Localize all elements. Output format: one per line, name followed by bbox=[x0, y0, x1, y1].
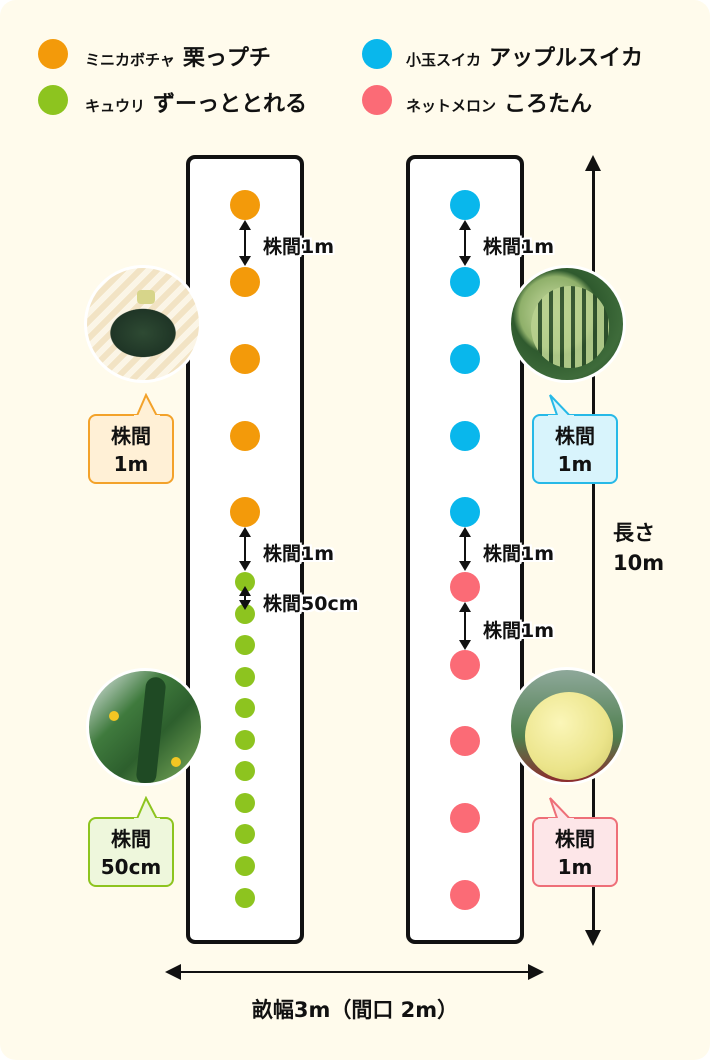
cucumber-spacing-callout: 株間 50cm bbox=[88, 796, 174, 887]
watermelon-plant bbox=[450, 497, 480, 527]
callout-line1: 株間 bbox=[111, 424, 151, 448]
spacing-label: 株間1m bbox=[483, 620, 555, 642]
callout-tail-icon bbox=[134, 796, 160, 821]
length-label-line1: 長さ bbox=[613, 521, 655, 545]
callout-line2: 1m bbox=[557, 452, 593, 476]
cucumber-plant bbox=[235, 698, 255, 718]
callout-tail-icon bbox=[548, 797, 574, 821]
legend-category: ネットメロン bbox=[406, 97, 497, 115]
melon-plant bbox=[450, 880, 480, 910]
width-arrow-line bbox=[168, 971, 540, 973]
legend-dot-watermelon bbox=[362, 39, 392, 69]
melon-photo bbox=[508, 667, 626, 785]
legend-dot-pumpkin bbox=[38, 39, 68, 69]
cucumber-photo bbox=[86, 668, 204, 786]
cucumber-plant bbox=[235, 730, 255, 750]
callout-tail-icon bbox=[134, 393, 160, 418]
legend-category: キュウリ bbox=[85, 97, 146, 115]
pumpkin-plant bbox=[230, 497, 260, 527]
arrow-down-icon bbox=[585, 930, 601, 946]
cucumber-plant bbox=[235, 888, 255, 908]
arrow-up-icon bbox=[585, 155, 601, 171]
length-label-line2: 10m bbox=[613, 551, 665, 575]
callout-line2: 50cm bbox=[100, 855, 162, 879]
callout-tail-icon bbox=[548, 394, 574, 418]
melon-plant bbox=[450, 726, 480, 756]
spacing-arrow bbox=[239, 586, 251, 610]
melon-spacing-callout: 株間 1m bbox=[532, 797, 618, 887]
legend-category: ミニカボチャ bbox=[85, 51, 175, 69]
arrow-left-icon bbox=[165, 964, 181, 980]
cucumber-plant bbox=[235, 824, 255, 844]
length-label: 長さ 10m bbox=[613, 518, 664, 578]
watermelon-plant bbox=[450, 190, 480, 220]
pumpkin-plant bbox=[230, 267, 260, 297]
legend-dot-cucumber bbox=[38, 85, 68, 115]
spacing-arrow bbox=[239, 220, 251, 266]
cucumber-plant bbox=[235, 856, 255, 876]
melon-plant bbox=[450, 803, 480, 833]
spacing-arrow bbox=[459, 602, 471, 650]
watermelon-photo bbox=[508, 265, 626, 383]
cucumber-plant bbox=[235, 667, 255, 687]
watermelon-plant bbox=[450, 344, 480, 374]
spacing-label: 株間1m bbox=[263, 236, 335, 258]
callout-line1: 株間 bbox=[111, 827, 151, 851]
callout-line2: 1m bbox=[113, 452, 149, 476]
legend-pumpkin: ミニカボチャ栗っプチ bbox=[85, 40, 271, 72]
legend-cucumber: キュウリずーっととれる bbox=[85, 86, 307, 118]
callout-line1: 株間 bbox=[555, 424, 595, 448]
pumpkin-plant bbox=[230, 344, 260, 374]
legend-dot-melon bbox=[362, 85, 392, 115]
watermelon-plant bbox=[450, 421, 480, 451]
cucumber-plant bbox=[235, 793, 255, 813]
spacing-label: 株間1m bbox=[483, 236, 555, 258]
pumpkin-spacing-callout: 株間 1m bbox=[88, 393, 174, 484]
melon-plant bbox=[450, 572, 480, 602]
legend-variety: ころたん bbox=[504, 92, 593, 117]
pumpkin-plant bbox=[230, 190, 260, 220]
spacing-label: 株間50cm bbox=[263, 593, 359, 615]
width-label: 畝幅3m（間口 2m） bbox=[251, 998, 459, 1022]
legend-variety: 栗っプチ bbox=[182, 46, 271, 71]
spacing-arrow bbox=[459, 220, 471, 266]
arrow-right-icon bbox=[528, 964, 544, 980]
legend-variety: ずーっととれる bbox=[153, 92, 308, 117]
legend-watermelon: 小玉スイカアップルスイカ bbox=[406, 40, 643, 72]
cucumber-plant bbox=[235, 635, 255, 655]
cucumber-plant bbox=[235, 761, 255, 781]
watermelon-spacing-callout: 株間 1m bbox=[532, 394, 618, 484]
legend-melon: ネットメロンころたん bbox=[406, 86, 592, 118]
spacing-arrow bbox=[239, 527, 251, 571]
spacing-label: 株間1m bbox=[263, 543, 335, 565]
legend-category: 小玉スイカ bbox=[406, 51, 482, 69]
melon-plant bbox=[450, 650, 480, 680]
callout-line1: 株間 bbox=[555, 827, 595, 851]
callout-line2: 1m bbox=[557, 855, 593, 879]
legend-variety: アップルスイカ bbox=[489, 46, 644, 71]
pumpkin-photo bbox=[84, 265, 202, 383]
spacing-arrow bbox=[459, 527, 471, 571]
length-arrow-line bbox=[592, 160, 595, 940]
watermelon-plant bbox=[450, 267, 480, 297]
pumpkin-plant bbox=[230, 421, 260, 451]
spacing-label: 株間1m bbox=[483, 543, 555, 565]
